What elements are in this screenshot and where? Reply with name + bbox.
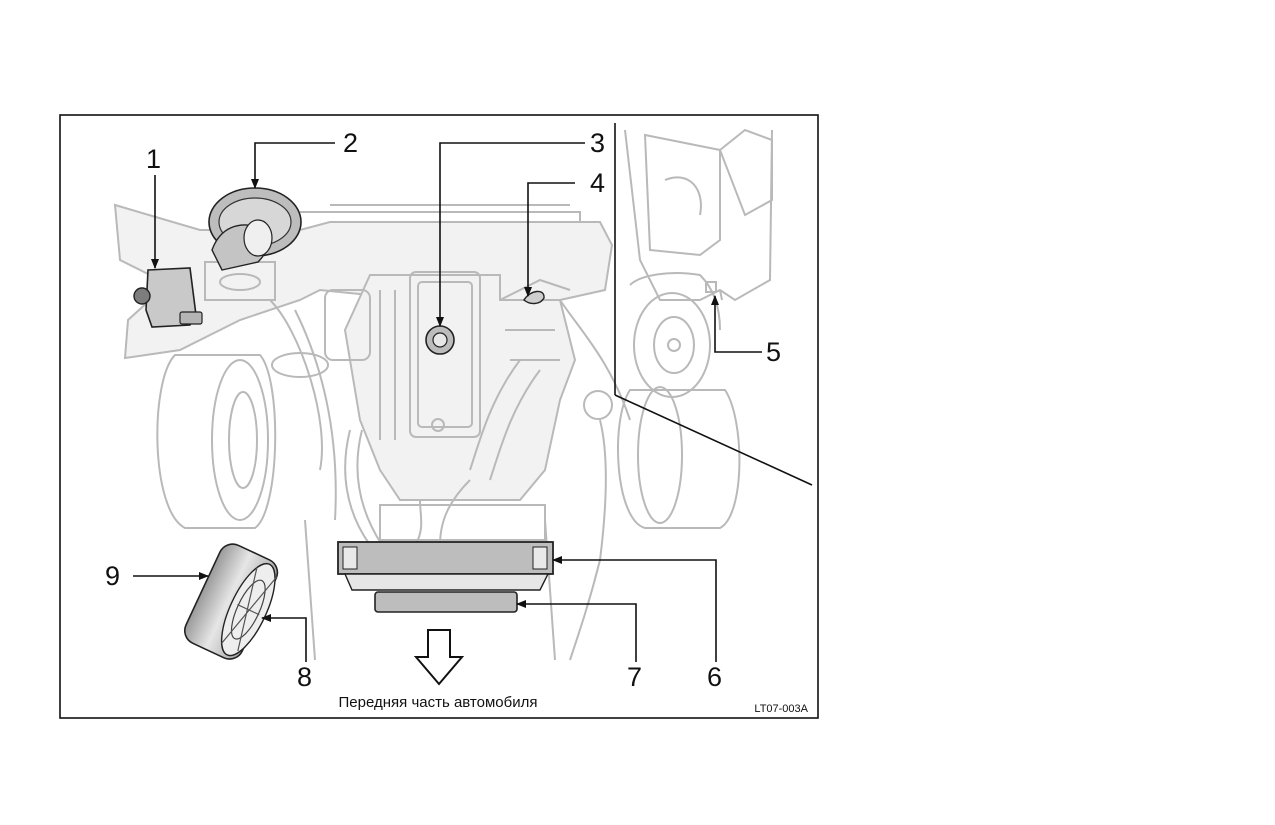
component-1-separator [133,267,203,328]
callout-5: 5 [766,337,781,367]
callout-6: 6 [707,662,722,692]
figure-code: LT07-003A [754,703,808,715]
callout-1: 1 [146,144,161,174]
callout-numbers: 1 2 3 4 5 6 7 8 9 [105,128,781,692]
callout-2: 2 [343,128,358,158]
front-direction-arrow-icon [413,629,465,686]
component-6-radiator [337,541,554,591]
cab-inset [614,123,813,486]
component-9-fan-shroud [183,543,279,660]
callout-7: 7 [627,662,642,692]
component-2-air-cleaner [208,187,302,271]
callout-9: 9 [105,561,120,591]
callout-4: 4 [590,168,605,198]
leader-lines [133,142,762,662]
figure-caption: Передняя часть автомобиля [339,694,538,711]
component-7-undercover [374,591,518,613]
callout-8: 8 [297,662,312,692]
callout-3: 3 [590,128,605,158]
component-3-oil-cap [425,325,455,355]
